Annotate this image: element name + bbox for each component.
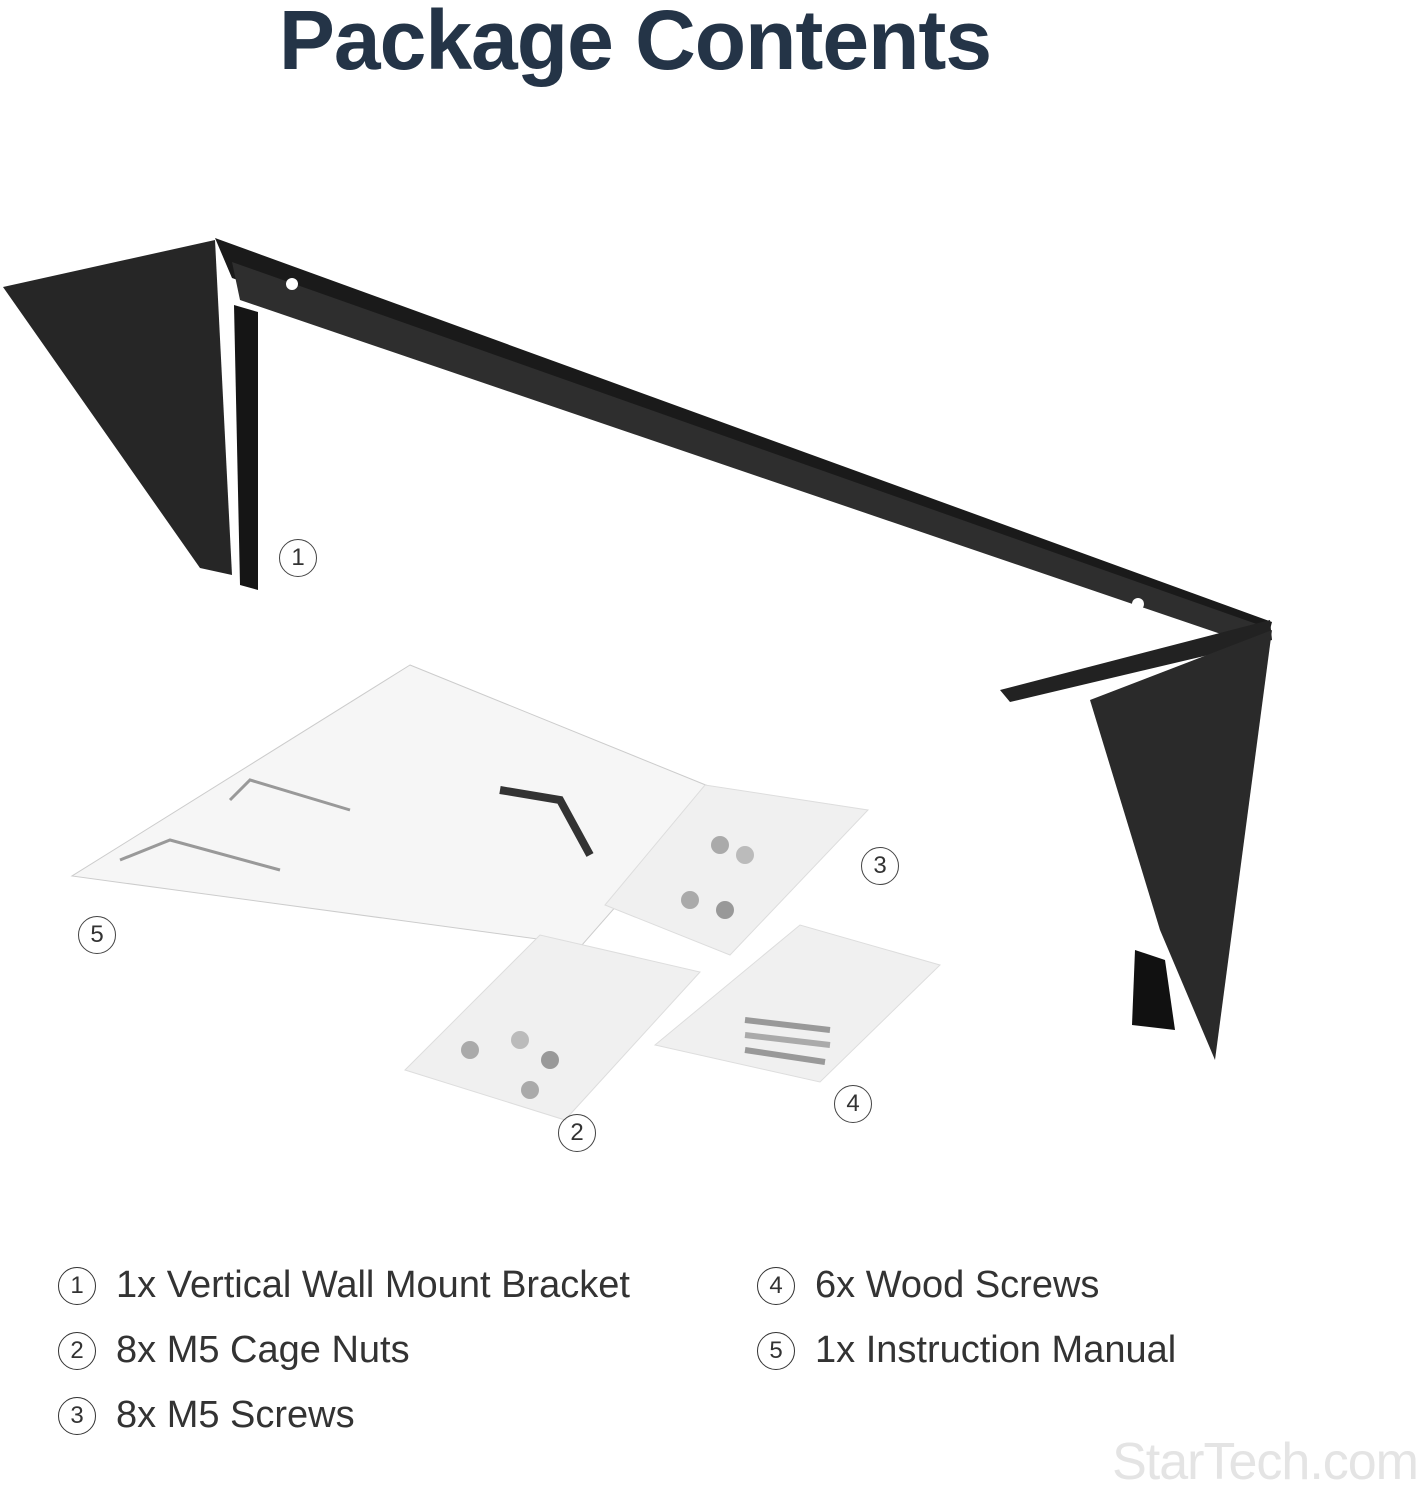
legend-item-bracket: 1 1x Vertical Wall Mount Bracket [58, 1264, 630, 1307]
legend-text: 1x Instruction Manual [815, 1329, 1177, 1371]
legend-item-m5-screws: 3 8x M5 Screws [58, 1394, 355, 1437]
legend-text: 8x M5 Screws [116, 1394, 355, 1436]
legend-item-manual: 5 1x Instruction Manual [757, 1329, 1176, 1372]
page-title: Package Contents [278, 0, 992, 87]
bag-cage-nuts [404, 934, 701, 1121]
callout-5: 5 [78, 916, 116, 954]
bag-m5-screws [604, 784, 870, 956]
number-badge: 3 [58, 1396, 96, 1435]
number-badge: 4 [757, 1266, 795, 1305]
legend-text: 1x Vertical Wall Mount Bracket [116, 1264, 630, 1306]
callout-2: 2 [558, 1114, 596, 1152]
wall-mount-bracket [3, 238, 1272, 1060]
number-badge: 2 [58, 1331, 96, 1370]
legend-item-cage-nuts: 2 8x M5 Cage Nuts [58, 1329, 410, 1372]
bag-wood-screws [653, 924, 941, 1083]
instruction-manual [70, 664, 719, 946]
legend-item-wood-screws: 4 6x Wood Screws [757, 1264, 1099, 1307]
callout-3: 3 [861, 847, 899, 885]
callout-4: 4 [834, 1085, 872, 1123]
number-badge: 1 [58, 1266, 96, 1305]
callout-1: 1 [279, 539, 317, 577]
number-badge: 5 [757, 1331, 795, 1370]
startech-watermark-logo: StarTech.com [1112, 1433, 1419, 1491]
legend-text: 8x M5 Cage Nuts [116, 1329, 410, 1371]
legend-text: 6x Wood Screws [815, 1264, 1100, 1306]
